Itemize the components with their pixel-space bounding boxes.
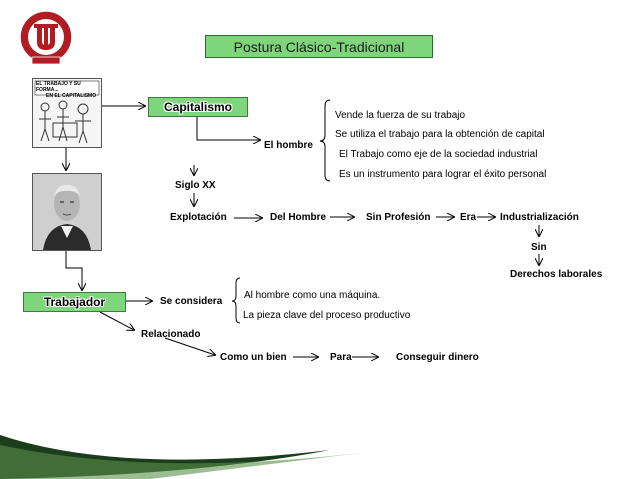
arrow-capitalismo-to-el-hombre xyxy=(196,117,260,140)
node-era: Era xyxy=(460,212,477,223)
node-derechos-laborales: Derechos laborales xyxy=(510,269,603,280)
node-sin-profesion: Sin Profesión xyxy=(366,212,431,223)
node-relacionado: Relacionado xyxy=(141,329,201,340)
node-siglo-xx: Siglo XX xyxy=(175,180,216,191)
caption-line-2: EN EL CAPITALISMO xyxy=(46,93,97,99)
se-considera-item-1: Al hombre como una máquina. xyxy=(244,290,381,301)
arrow-relacionado-bien xyxy=(164,337,215,355)
capitalism-illustration xyxy=(32,78,102,148)
bracket-el-hombre xyxy=(319,99,331,182)
node-capitalismo: Capitalismo xyxy=(148,97,248,117)
el-hombre-item-2: Se utiliza el trabajo para la obtención … xyxy=(335,129,545,140)
illustration-caption: EL TRABAJO Y SU FORMA... EN EL CAPITALIS… xyxy=(36,81,98,99)
node-capitalismo-label: Capitalismo xyxy=(163,100,232,114)
node-explotacion: Explotación xyxy=(170,212,227,223)
portrait-icon xyxy=(33,174,101,250)
caption-line-1: EL TRABAJO Y SU FORMA... xyxy=(36,81,81,93)
arrow-photo-to-trabajador xyxy=(65,250,82,290)
arrow-trabajador-relacionado xyxy=(99,311,134,330)
decorative-swoosh xyxy=(0,435,360,479)
node-como-un-bien: Como un bien xyxy=(220,352,287,363)
portrait-photo xyxy=(32,173,102,251)
bracket-se-considera xyxy=(231,277,241,324)
se-considera-item-2: La pieza clave del proceso productivo xyxy=(243,310,411,321)
workers-illustration-icon xyxy=(33,79,101,147)
node-se-considera: Se considera xyxy=(160,296,223,307)
page-title: Postura Clásico-Tradicional xyxy=(205,35,433,58)
el-hombre-item-4: Es un instrumento para lograr el éxito p… xyxy=(339,169,547,180)
el-hombre-item-1: Vende la fuerza de su trabajo xyxy=(335,110,466,121)
university-logo-icon xyxy=(19,10,73,65)
node-trabajador: Trabajador xyxy=(23,292,126,312)
node-sin: Sin xyxy=(531,242,547,253)
node-para: Para xyxy=(330,352,352,363)
node-el-hombre: El hombre xyxy=(264,140,313,151)
node-del-hombre: Del Hombre xyxy=(270,212,327,223)
node-industrializacion: Industrialización xyxy=(500,212,579,223)
node-conseguir-dinero: Conseguir dinero xyxy=(396,352,479,363)
el-hombre-item-3: El Trabajo como eje de la sociedad indus… xyxy=(339,149,538,160)
node-trabajador-label: Trabajador xyxy=(43,295,106,309)
